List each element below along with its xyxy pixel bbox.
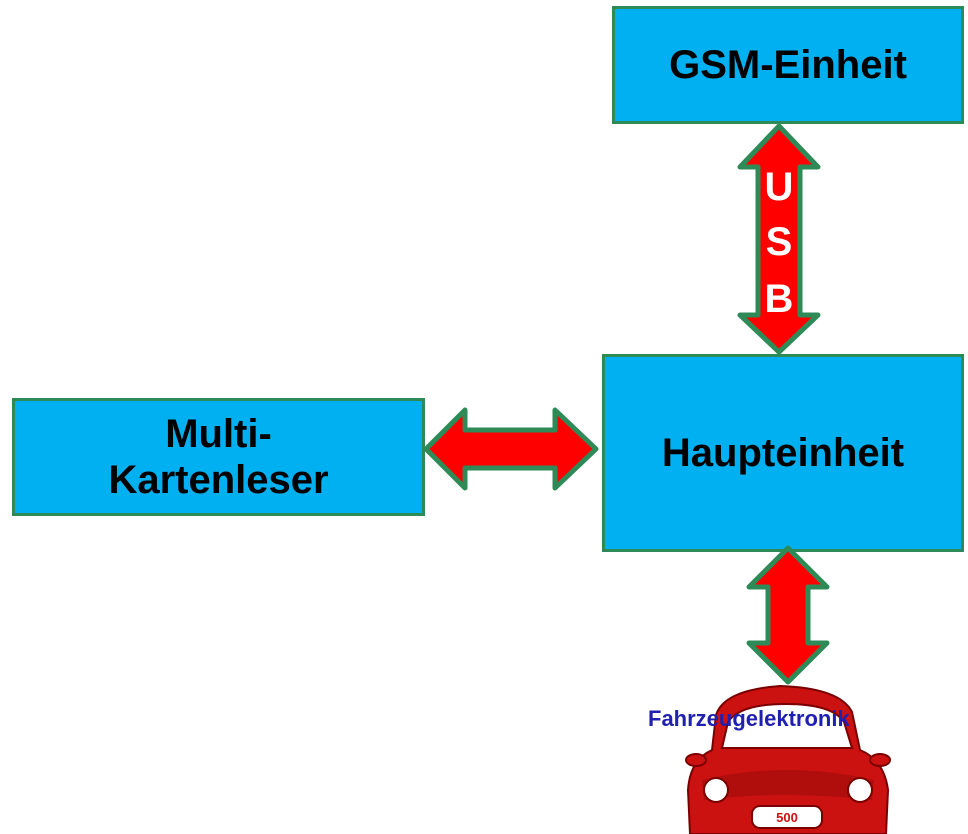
vehicle-electronics-label: Fahrzeugelektronik [648,706,850,731]
usb-letter-u: U [765,165,794,209]
car-icon: 500 [685,684,891,834]
main-unit-label: Haupteinheit [661,430,905,475]
car-badge: 500 [776,810,798,825]
card-reader-box: Multi- Kartenleser [12,398,425,516]
usb-letter-s: S [766,220,793,264]
vehicle-arrow [746,545,830,685]
usb-letter-b: B [765,277,794,321]
gsm-unit-box: GSM-Einheit [612,6,964,124]
card-reader-label-line2: Kartenleser [108,458,329,502]
usb-arrow [737,123,821,355]
reader-arrow [423,407,599,491]
card-reader-label-line1: Multi- [165,412,272,456]
gsm-unit-label: GSM-Einheit [669,42,907,87]
